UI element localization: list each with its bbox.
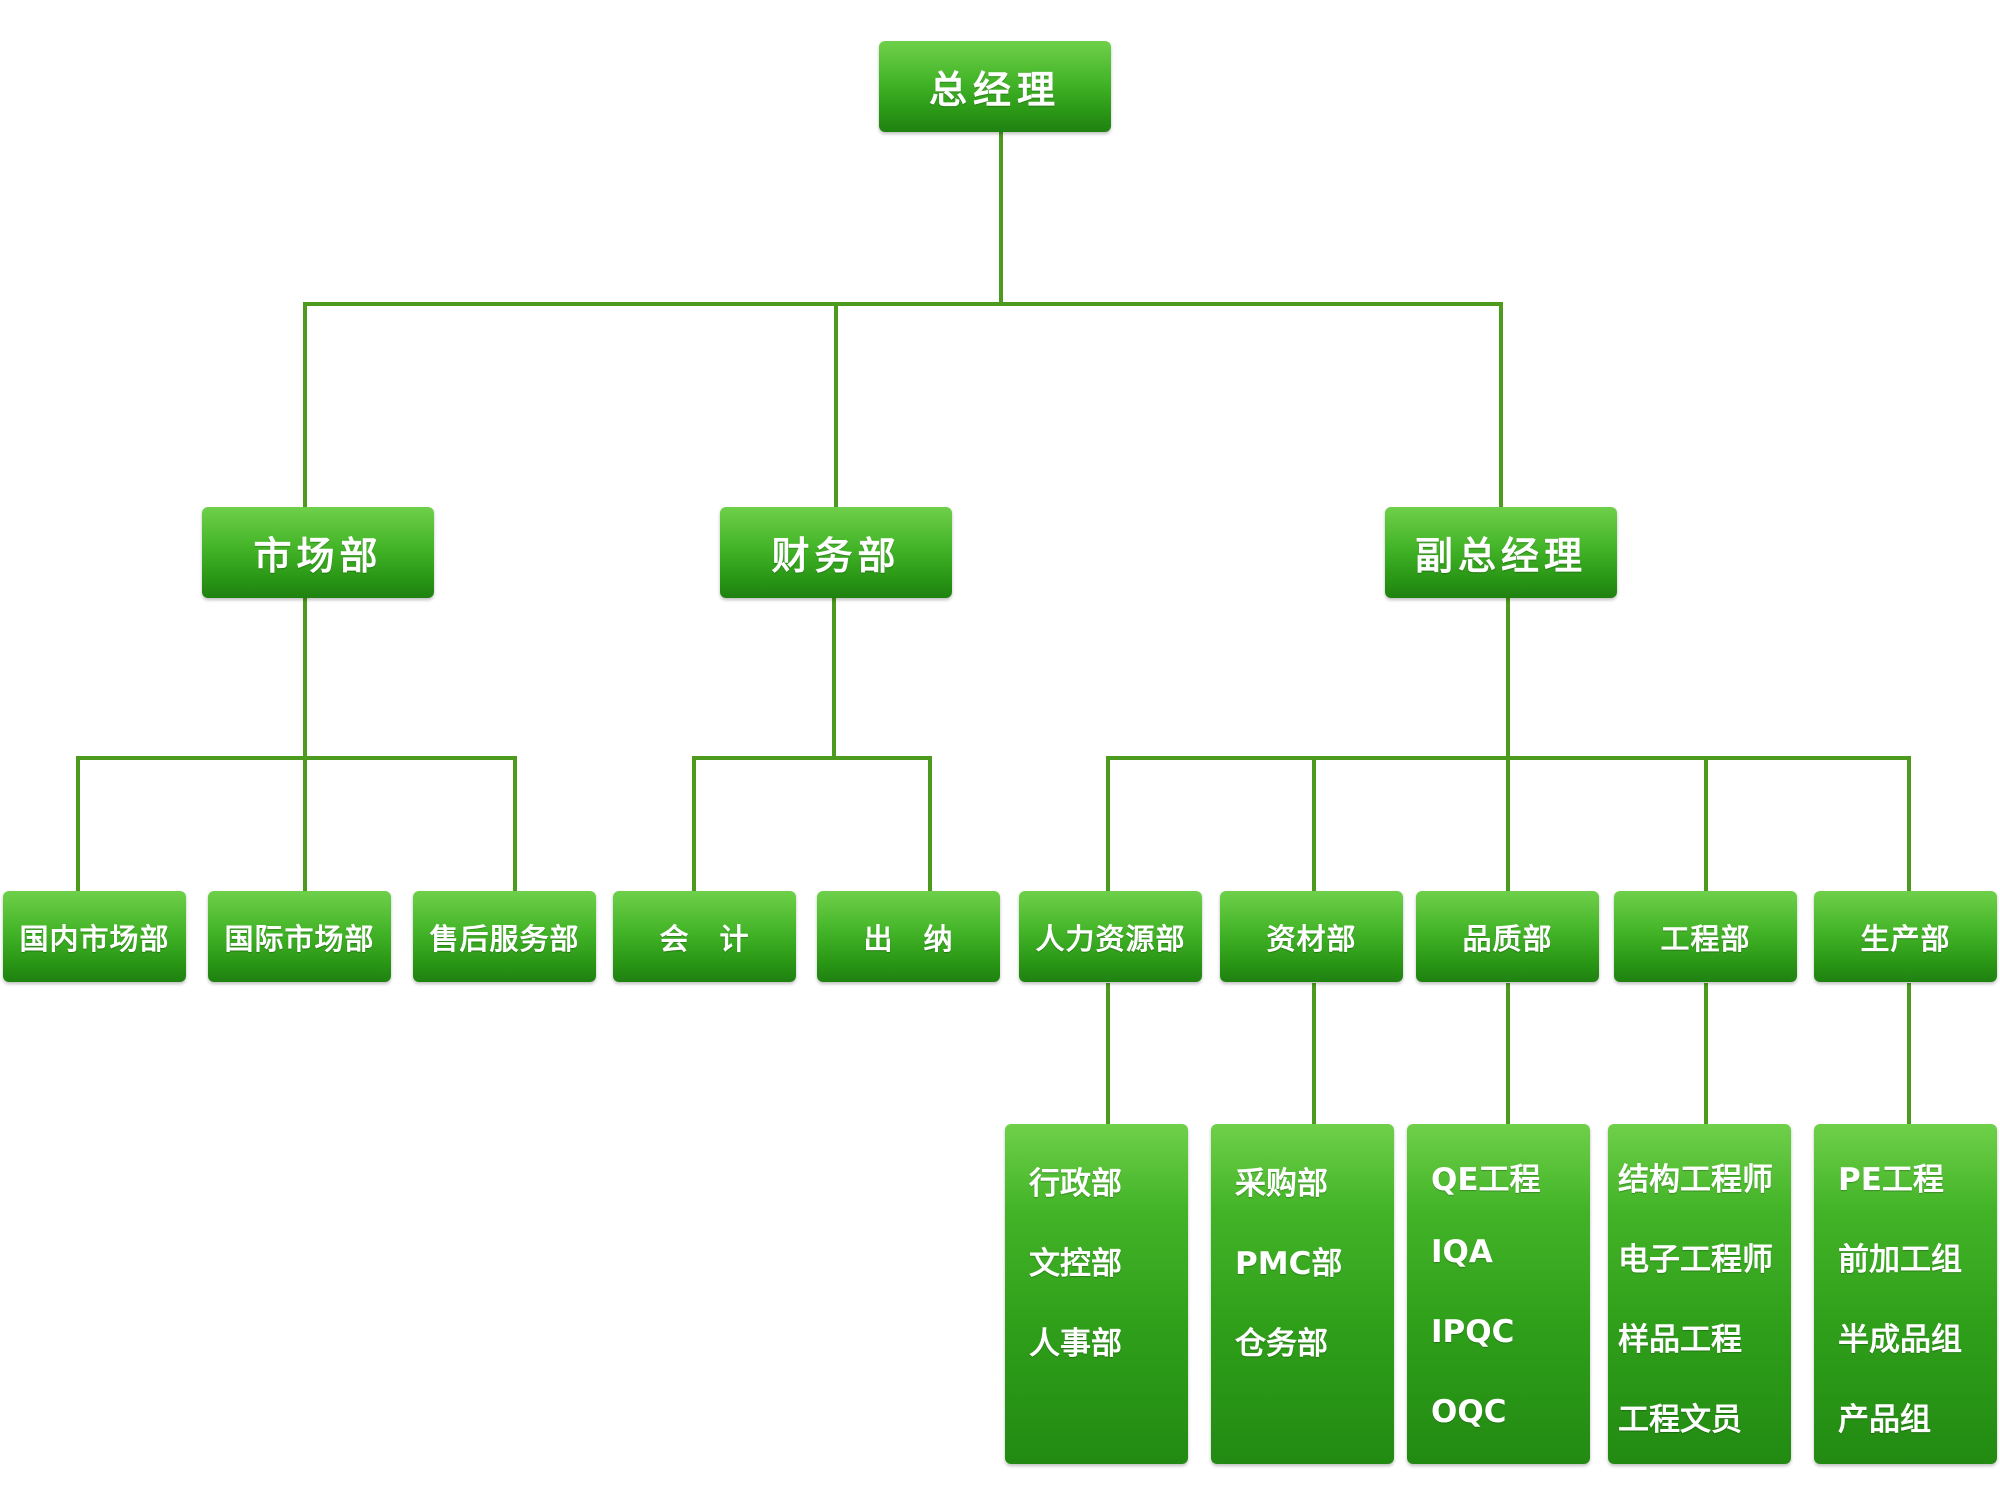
subunit-item: 结构工程师 [1618,1162,1773,1198]
node-label: 品质部 [1462,921,1553,956]
subunit-item: 电子工程师 [1618,1242,1773,1278]
node-materials: 资材部 [1220,891,1403,982]
node-quality: 品质部 [1416,891,1599,982]
node-label: 资材部 [1266,921,1357,956]
subunit-item: 产品组 [1838,1402,1931,1438]
subunit-item: 行政部 [1029,1166,1122,1202]
node-label: 国际市场部 [224,921,375,956]
node-accounting: 会 计 [613,891,796,982]
node-label: 会 计 [659,921,750,956]
node-engineering: 工程部 [1614,891,1797,982]
node-human-resources: 人力资源部 [1019,891,1202,982]
subunit-item: PE工程 [1838,1162,1944,1198]
subunit-item: PMC部 [1235,1246,1343,1282]
node-deputy-general-manager: 副总经理 [1385,507,1617,598]
node-label: 副总经理 [1414,534,1587,578]
node-cashier: 出 纳 [817,891,1000,982]
node-engineering-subunits: 结构工程师 电子工程师 样品工程 工程文员 [1608,1124,1791,1464]
subunit-item: 工程文员 [1618,1402,1742,1438]
node-label: 出 纳 [863,921,954,956]
subunit-item: QE工程 [1431,1162,1541,1198]
subunit-item: IPQC [1431,1314,1515,1350]
node-label: 生产部 [1860,921,1951,956]
node-label: 财务部 [771,534,901,578]
subunit-item: 仓务部 [1235,1326,1328,1362]
subunit-item: 前加工组 [1838,1242,1962,1278]
node-finance: 财务部 [720,507,952,598]
node-hr-subunits: 行政部 文控部 人事部 [1005,1124,1188,1464]
node-quality-subunits: QE工程 IQA IPQC OQC [1407,1124,1590,1464]
node-domestic-market: 国内市场部 [3,891,186,982]
node-label: 市场部 [253,534,383,578]
node-label: 工程部 [1660,921,1751,956]
node-label: 总经理 [928,68,1061,112]
subunit-item: OQC [1431,1394,1507,1430]
node-marketing: 市场部 [202,507,434,598]
node-general-manager: 总经理 [879,41,1111,132]
node-label: 人力资源部 [1035,921,1186,956]
subunit-item: 文控部 [1029,1246,1122,1282]
node-international-market: 国际市场部 [208,891,391,982]
subunit-item: 半成品组 [1838,1322,1962,1358]
node-label: 国内市场部 [19,921,170,956]
subunit-item: IQA [1431,1234,1493,1270]
node-materials-subunits: 采购部 PMC部 仓务部 [1211,1124,1394,1464]
subunit-item: 样品工程 [1618,1322,1742,1358]
node-label: 售后服务部 [429,921,580,956]
subunit-item: 人事部 [1029,1326,1122,1362]
node-production: 生产部 [1814,891,1997,982]
node-after-sales: 售后服务部 [413,891,596,982]
subunit-item: 采购部 [1235,1166,1328,1202]
node-production-subunits: PE工程 前加工组 半成品组 产品组 [1814,1124,1997,1464]
